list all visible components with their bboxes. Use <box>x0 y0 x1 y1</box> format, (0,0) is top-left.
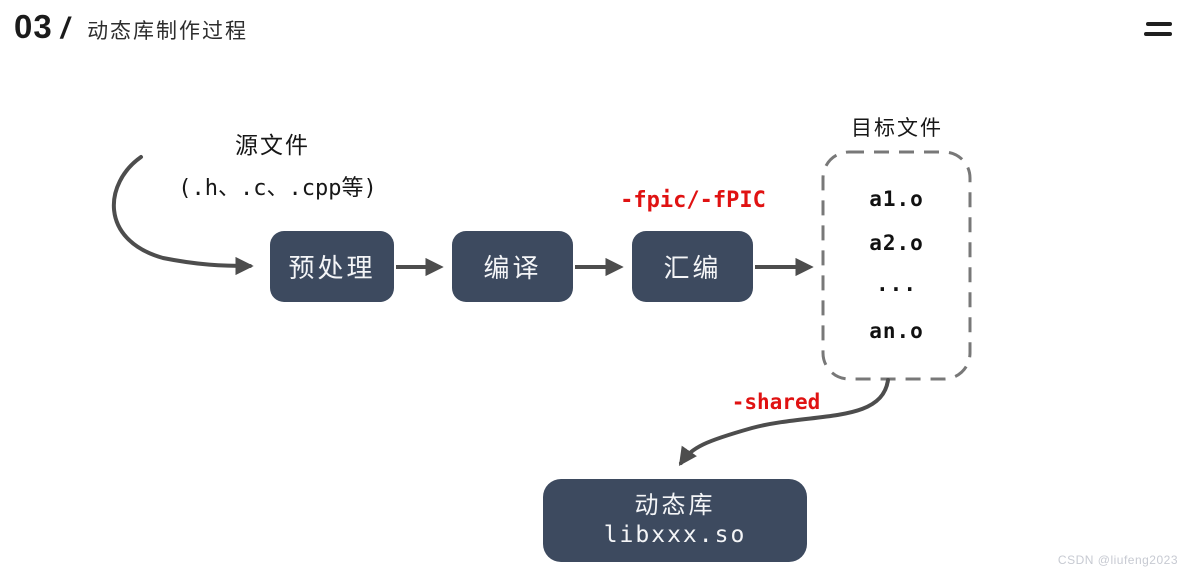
node-preprocess-label: 预处理 <box>288 253 376 283</box>
arrow-source-to-preprocess <box>111 155 254 276</box>
page-title: 动态库制作过程 <box>87 20 249 43</box>
arrow-objects-to-library <box>678 378 890 467</box>
object-file-item: a1.o <box>869 187 924 211</box>
object-file-item: an.o <box>869 319 924 343</box>
node-assemble-label: 汇编 <box>663 253 722 283</box>
node-preprocess: 预处理 <box>270 231 394 302</box>
object-file-item: a2.o <box>869 231 924 255</box>
node-compile: 编译 <box>452 231 573 302</box>
slide-header: 03 / 动态库制作过程 <box>14 8 248 46</box>
object-files-title: 目标文件 <box>851 117 943 140</box>
node-dynamic-library: 动态库 libxxx.so <box>543 479 807 562</box>
menu-icon[interactable] <box>1142 20 1172 38</box>
node-compile-label: 编译 <box>483 253 542 283</box>
menu-bar-bottom <box>1144 32 1172 36</box>
node-assemble: 汇编 <box>632 231 753 302</box>
object-file-ellipsis: ... <box>876 272 917 296</box>
source-file-extensions: (.h、.c、.cpp等) <box>178 176 377 201</box>
section-slash: / <box>60 12 70 45</box>
menu-bar-top <box>1146 22 1172 26</box>
shared-flag-label: -shared <box>731 390 821 414</box>
source-file-label: 源文件 <box>235 132 310 158</box>
dynamic-library-title: 动态库 <box>634 492 716 520</box>
section-number: 03 <box>14 8 53 45</box>
dynamic-library-filename: libxxx.so <box>603 522 747 549</box>
fpic-flag-label: -fpic/-fPIC <box>620 188 766 213</box>
watermark-text: CSDN @liufeng2023 <box>1057 553 1178 567</box>
